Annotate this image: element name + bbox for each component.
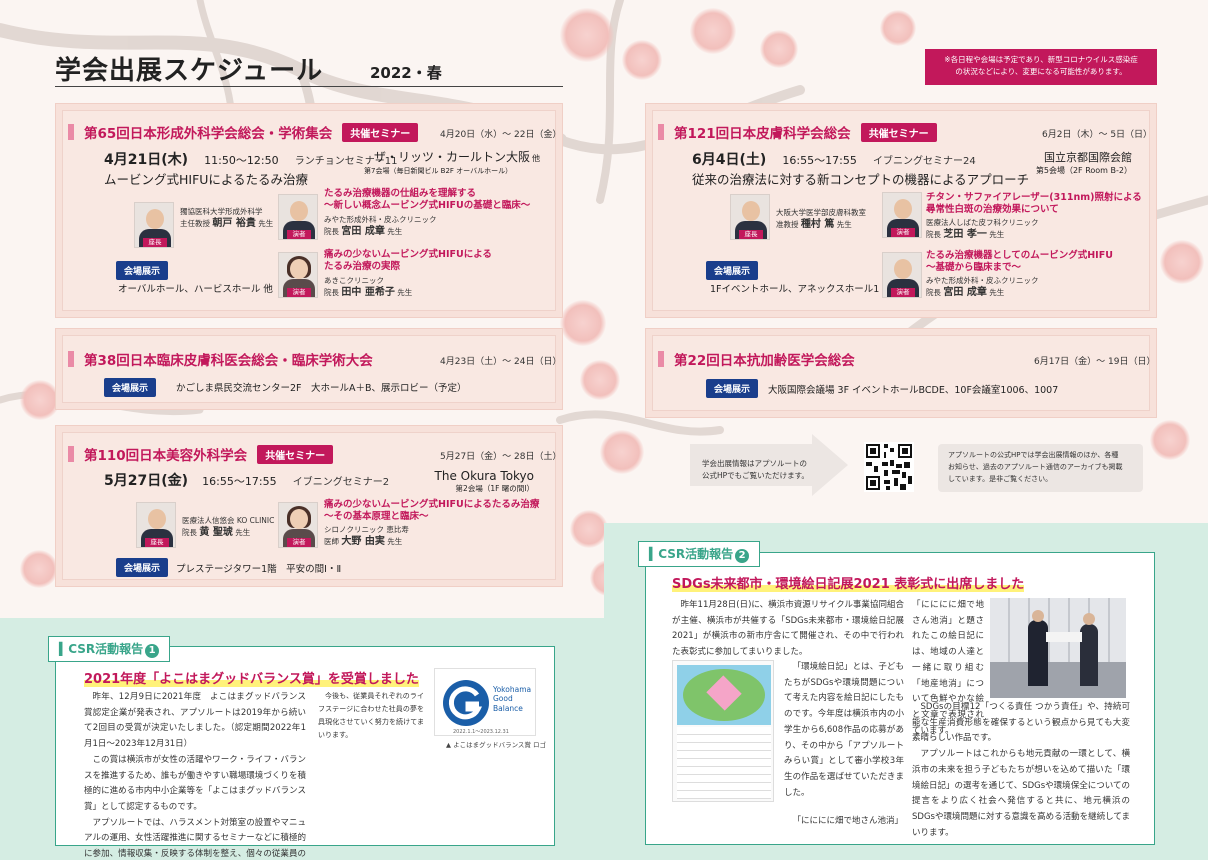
event-card-jsaps: 第110回日本美容外科学会 共催セミナー 5月27日（金）～ 28日（土） 5月…: [55, 425, 563, 587]
exhibit-label: 会場展示: [116, 558, 169, 577]
seminar-theme: 従来の治療法に対する新コンセプトの機器によるアプローチ: [692, 172, 1030, 187]
speaker1-photo: 演者: [278, 194, 318, 240]
ceremony-photo: [990, 598, 1126, 698]
qr-code-icon[interactable]: [864, 442, 914, 492]
event-period: 6月2日（木）～ 5日（日）: [1042, 130, 1153, 140]
speaker1-info: シロノクリニック 恵比寿 医師 大野 由実 先生: [324, 525, 409, 548]
seminar-time: 16:55～17:55: [202, 475, 277, 488]
venue-name: The Okura Tokyo: [434, 469, 534, 483]
venue-room: 第2会場（1F 曙の間Ⅰ）: [455, 484, 534, 493]
lecture-title-1: たるみ治療機器の仕組みを理解する ～新しい概念ムービング式HIFUの基礎と臨床～: [324, 188, 531, 212]
speaker2-info: あきこクリニック 院長 田中 亜希子 先生: [324, 276, 413, 299]
lecture-title-1: チタン・サファイアレーザー(311nm)照射による 尋常性白斑の治療効果について: [926, 192, 1142, 216]
exhibit-location: かごしま県民交流センター2F 大ホールA＋B、展示ロビー（予定）: [176, 383, 467, 394]
arrow-shape: [690, 434, 848, 496]
event-title: 第22回日本抗加齢医学会総会: [674, 353, 855, 369]
exhibit-location: 大阪国際会議場 3F イベントホールBCDE、10F会議室1006、1007: [768, 385, 1059, 396]
speaker2-info: みやた形成外科・皮ふクリニック 院長 宮田 成章 先生: [926, 276, 1039, 299]
picture-diary-image: [672, 660, 774, 802]
event-card-jsprs: 第65回日本形成外科学会総会・学術集会 共催セミナー 4月20日（水）～ 22日…: [55, 103, 563, 318]
exhibit-location: 1Fイベントホール、アネックスホール1: [710, 284, 880, 295]
csr1-body-col2: 今後も、従業員それぞれのライフステージに合わせた社員の夢を具現化させていく努力を…: [318, 692, 424, 739]
chair-info: 大阪大学医学部皮膚科教室 准教授 種村 篤 先生: [776, 208, 866, 231]
event-period: 4月23日（土）～ 24日（日）: [440, 357, 562, 367]
seminar-date: 5月27日(金): [104, 473, 189, 489]
hp-arrow-text: 学会出展情報はアプソルートの 公式HPでもご覧いただけます。: [702, 459, 809, 480]
exhibit-label: 会場展示: [104, 378, 157, 397]
csr2-body-col2: 「にににに畑で地さん池消」と題されたこの絵日記には、地域の人達と一緒に取り組む「…: [912, 600, 984, 736]
exhibit-location: オーバルホール、ハービスホール 他: [118, 284, 273, 295]
event-title: 第38回日本臨床皮膚科医会総会・臨床学術大会: [84, 353, 373, 369]
csr1-headline: 2021年度「よこはまグッドバランス賞」を受賞しました: [84, 668, 419, 687]
event-title: 第121回日本皮膚科学会総会: [674, 126, 851, 142]
logo-period: 2022.1.1〜2023.12.31: [453, 729, 509, 735]
seminar-session: ランチョンセミナー11: [294, 156, 398, 167]
speaker2-photo: 演者: [278, 252, 318, 298]
chair-photo: 座長: [134, 202, 174, 248]
event-card-jocd: 第38回日本臨床皮膚科医会総会・臨床学術大会 4月23日（土）～ 24日（日） …: [55, 328, 563, 410]
csr2-body-col1: 「環境絵日記」とは、子どもたちがSDGsや環境問題について考えた内容を絵日記にし…: [784, 662, 904, 798]
page-title: 学会出展スケジュール: [55, 56, 324, 86]
lecture-title-2: 痛みの少ないムービング式HIFUによる たるみ治療の実際: [324, 249, 492, 273]
exhibit-location: プレステージタワー1階 平安の間Ⅰ・Ⅱ: [176, 564, 342, 575]
seminar-session: イブニングセミナー24: [872, 156, 976, 167]
venue-name: 国立京都国際会館: [1044, 151, 1132, 164]
seminar-badge: 共催セミナー: [342, 122, 419, 142]
venue-room: 第5会場（2F Room B-2）: [1035, 166, 1132, 175]
season-label: 2022・春: [370, 64, 442, 82]
event-period: 5月27日（金）～ 28日（土）: [440, 452, 562, 462]
seminar-time: 16:55～17:55: [782, 154, 857, 167]
seminar-date: 4月21日(木): [104, 152, 189, 168]
chair-info: 獨協医科大学形成外科学 主任教授 朝戸 裕貴 先生: [180, 207, 274, 230]
hp-info-box: アプソルートの公式HPでは学会出展情報のほか、各種 お知らせ、過去のアプソルート…: [938, 444, 1143, 492]
csr2-body-col2-lower: SDGsの目標12「つくる責任 つかう責任」や、持続可能な生産消費形態を確保する…: [912, 702, 1130, 838]
logo-text: Yokohama Good Balance: [493, 685, 532, 713]
chair-photo: 座長: [730, 194, 770, 240]
speaker2-photo: 演者: [882, 252, 922, 298]
exhibit-label: 会場展示: [116, 261, 169, 280]
csr2-headline: SDGs未来都市・環境絵日記展2021 表彰式に出席しました: [672, 573, 1025, 592]
csr1-body-col1: 昨年、12月9日に2021年度 よこはまグッドバランス賞認定企業が発表され、アプ…: [84, 692, 306, 860]
venue-name: ザ・リッツ・カールトン大阪: [373, 150, 530, 164]
logo-caption: ▲ よこはまグッドバランス賞 ロゴ: [446, 741, 547, 749]
csr2-intro: 昨年11月28日(日)に、横浜市資源リサイクル事業協同組合が主催、横浜市が共催す…: [672, 600, 904, 658]
lecture-title-2: たるみ治療機器としてのムービング式HIFU ～基礎から臨床まで～: [926, 250, 1113, 274]
csr2-body-col1-end: 「にににに畑で地さん池消」と題されたこの絵日記には、地域の人達と一緒に取り組む「…: [792, 816, 905, 826]
chair-info: 医療法人信悠会 KO CLINIC 院長 黄 聖琥 先生: [182, 516, 275, 539]
chair-photo: 座長: [136, 502, 176, 548]
seminar-date: 6月4日(土): [692, 152, 767, 168]
speaker1-info: 医療法人しばた皮フ科クリニック 院長 芝田 孝一 先生: [926, 218, 1039, 241]
seminar-time: 11:50～12:50: [204, 154, 279, 167]
event-card-jsaam: 第22回日本抗加齢医学会総会 6月17日（金）～ 19日（日） 会場展示 大阪国…: [645, 328, 1157, 418]
seminar-theme: ムービング式HIFUによるたるみ治療: [104, 172, 309, 187]
notice-box: ※各日程や会場は予定であり、新型コロナウイルス感染症 の状況などにより、変更にな…: [925, 49, 1157, 85]
good-balance-g-icon: [443, 680, 489, 726]
venue-room: 第7会場（毎日新聞ビル B2F オーバルホール）: [364, 167, 513, 175]
event-title: 第110回日本美容外科学会: [84, 448, 248, 464]
speaker1-info: みやた形成外科・皮ふクリニック 院長 宮田 成章 先生: [324, 215, 437, 238]
seminar-badge: 共催セミナー: [257, 444, 334, 464]
good-balance-logo: Yokohama Good Balance 2022.1.1〜2023.12.3…: [434, 668, 536, 736]
event-title: 第65回日本形成外科学会総会・学術集会: [84, 126, 333, 142]
seminar-badge: 共催セミナー: [860, 122, 937, 142]
title-underline: [55, 86, 563, 87]
event-card-jda: 第121回日本皮膚科学会総会 共催セミナー 6月2日（木）～ 5日（日） 6月4…: [645, 103, 1157, 318]
event-period: 6月17日（金）～ 19日（日）: [1034, 357, 1156, 367]
exhibit-label: 会場展示: [706, 379, 759, 398]
speaker1-photo: 演者: [278, 502, 318, 548]
speaker1-photo: 演者: [882, 192, 922, 238]
exhibit-label: 会場展示: [706, 261, 759, 280]
seminar-session: イブニングセミナー2: [292, 477, 390, 488]
lecture-title-1: 痛みの少ないムービング式HIFUによるたるみ治療 ～その基本原理と臨床～: [324, 499, 540, 523]
event-period: 4月20日（水）～ 22日（金）: [440, 130, 562, 140]
